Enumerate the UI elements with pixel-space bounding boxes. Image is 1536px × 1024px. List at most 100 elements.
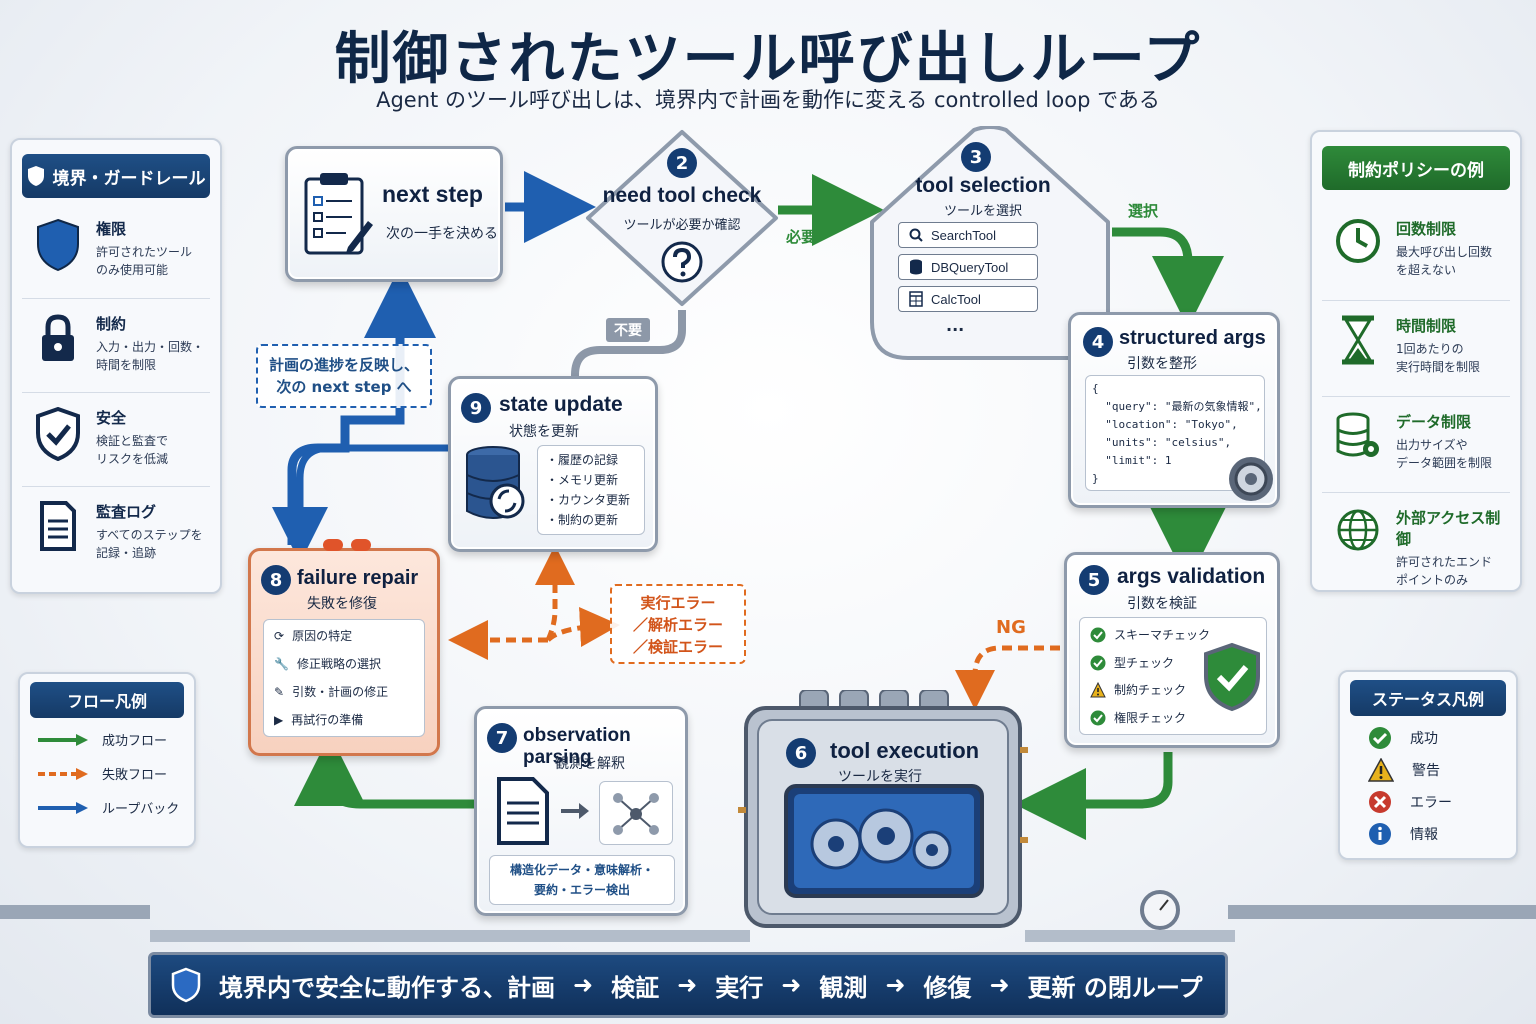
- warning-icon: [1090, 681, 1106, 697]
- arrow-error-to-state: [535, 545, 575, 642]
- hourglass-icon: [1342, 315, 1374, 365]
- clipboard-icon: [304, 173, 373, 255]
- shield-icon: [171, 967, 201, 1003]
- policy-item-external-access: 外部アクセス制御許可されたエンド ポイントのみ: [1322, 492, 1510, 587]
- stage-tool-execution-title: tool execution: [830, 738, 980, 763]
- document-icon: [40, 501, 76, 551]
- pipe-mid-right: [1025, 930, 1235, 942]
- status-success: 成功: [1368, 726, 1438, 750]
- repair-step-retry: ▶再試行の準備: [274, 710, 363, 730]
- stage-tool-execution: 6 tool execution ツールを実行: [738, 690, 1028, 930]
- policy-item-count-limit: 回数制限最大呼び出し回数 を超えない: [1322, 204, 1510, 294]
- arrow-state-to-repair: [272, 444, 448, 563]
- edit-icon: ✎: [274, 685, 285, 699]
- check-permission: 権限チェック: [1090, 709, 1186, 726]
- question-icon: [661, 241, 703, 283]
- play-icon: ▶: [274, 713, 284, 727]
- check-schema: スキーマチェック: [1090, 626, 1210, 643]
- check-circle-icon: [1090, 710, 1106, 725]
- footer-part-observe: 観測: [819, 973, 868, 1002]
- stage-args-validation: 5 args validation 引数を検証 スキーマチェック 型チェック 制…: [1064, 552, 1280, 748]
- footer-arrow-5: ➜: [989, 971, 1010, 999]
- tool-option-more: ...: [946, 316, 965, 335]
- stage-state-update-subtitle: 状態を更新: [509, 424, 579, 440]
- shield-check-icon: [1204, 642, 1260, 712]
- footer-arrow-3: ➜: [781, 971, 802, 999]
- status-legend: ステータス凡例 成功 警告 エラー 情報: [1338, 670, 1518, 860]
- footer-banner: 境界内で安全に動作する、計画 ➜ 検証 ➜ 実行 ➜ 観測 ➜ 修復 ➜ 更新 …: [148, 952, 1228, 1018]
- label-selected: 選択: [1128, 202, 1159, 220]
- legend-loopback: ループバック: [38, 798, 179, 817]
- page-title: 制御されたツール呼び出しループ: [334, 27, 1202, 92]
- pipe-right: [1228, 905, 1536, 919]
- arrow-right-icon: [561, 803, 589, 819]
- repair-step-fix: ✎引数・計画の修正: [274, 682, 388, 702]
- footer-part-verify: 検証: [611, 973, 660, 1002]
- args-code-block: { "query": "最新の気象情報", "location": "Tokyo…: [1085, 375, 1265, 491]
- tool-option-calc[interactable]: CalcTool: [898, 286, 1038, 312]
- stage-need-tool-title: need tool check: [602, 184, 762, 207]
- stage-failure-repair-number: 8: [261, 565, 291, 595]
- status-info: 情報: [1368, 822, 1438, 846]
- stage-tool-selection-title: tool selection: [915, 174, 1051, 197]
- policy-item-data-limit: データ制限出力サイズや データ範囲を制限: [1322, 396, 1510, 486]
- stage-observation-title: observation parsing: [523, 725, 631, 768]
- stage-structured-args: 4 structured args 引数を整形 { "query": "最新の気…: [1068, 312, 1280, 508]
- guardrail-item-safety: 安全検証と監査で リスクを低減: [22, 392, 210, 482]
- legend-failure-flow: 失敗フロー: [38, 764, 167, 783]
- stage-tool-execution-number: 6: [786, 738, 816, 768]
- orange-dashed-arrow-icon: [38, 767, 88, 780]
- alarm-lights-icon: [323, 539, 371, 551]
- network-graph: [599, 781, 673, 845]
- observation-desc: 構造化データ・意味解析・ 要約・エラー検出: [489, 855, 675, 905]
- guardrail-panel-title: 境界・ガードレール: [22, 154, 210, 198]
- network-icon: [613, 793, 659, 835]
- stage-observation-number: 7: [487, 723, 517, 753]
- stage-args-validation-title: args validation: [1117, 565, 1266, 588]
- check-circle-icon: [1090, 627, 1106, 642]
- shield-icon: [37, 218, 79, 272]
- document-icon: [497, 777, 549, 845]
- error-circle-icon: [1369, 791, 1391, 813]
- flow-legend: フロー凡例 成功フロー 失敗フロー ループバック: [18, 672, 196, 848]
- stage-need-tool-check: 2 need tool check ツールが必要か確認: [584, 128, 780, 308]
- stage-failure-repair: 8 failure repair 失敗を修復 ⟳原因の特定 🔧修正戦略の選択 ✎…: [248, 539, 440, 756]
- arrow-loopback: [287, 266, 436, 545]
- flow-legend-title: フロー凡例: [30, 682, 184, 718]
- error-note: 実行エラー ／解析エラー ／検証エラー: [610, 584, 746, 664]
- stage-args-validation-subtitle: 引数を検証: [1127, 596, 1197, 612]
- footer-part-update: 更新 の閉ループ: [1027, 973, 1203, 1002]
- globe-icon: [1337, 509, 1379, 551]
- status-legend-title: ステータス凡例: [1350, 680, 1506, 716]
- lock-icon: [42, 314, 74, 361]
- calculator-icon: [909, 291, 923, 307]
- pipe-mid-left: [150, 930, 750, 942]
- stage-state-update-number: 9: [461, 393, 491, 423]
- clock-icon: [1336, 219, 1380, 263]
- info-circle-icon: [1369, 823, 1391, 845]
- arrow-selection-to-args: [1112, 227, 1224, 328]
- database-icon: [910, 259, 922, 275]
- footer-part-plan: 境界内で安全に動作する、計画: [219, 973, 555, 1002]
- stage-tool-execution-subtitle: ツールを実行: [838, 769, 922, 785]
- tool-option-dbquery[interactable]: DBQueryTool: [898, 254, 1038, 280]
- gear-icon: [1229, 457, 1273, 501]
- stage-tool-selection: 3 tool selection ツールを選択 SearchTool DBQue…: [868, 126, 1112, 366]
- status-warning: 警告: [1368, 758, 1440, 782]
- stage-next-step: next step 次の一手を決める: [285, 146, 503, 282]
- stage-failure-repair-title: failure repair: [297, 567, 419, 589]
- stage-structured-args-number: 4: [1083, 327, 1113, 357]
- stage-next-step-subtitle: 次の一手を決める: [386, 226, 498, 242]
- stage-args-validation-number: 5: [1079, 565, 1109, 595]
- shield-icon: [27, 166, 44, 186]
- label-not-required: 不要: [606, 318, 650, 342]
- guardrail-item-permission: 権限許可されたツール のみ使用可能: [22, 204, 210, 294]
- footer-arrow-4: ➜: [885, 971, 906, 999]
- stage-tool-selection-subtitle: ツールを選択: [943, 204, 1022, 219]
- tool-option-search[interactable]: SearchTool: [898, 222, 1038, 248]
- pipe-left: [0, 905, 150, 919]
- check-type: 型チェック: [1090, 654, 1174, 671]
- database-sync-icon: [466, 446, 525, 519]
- stage-state-update-title: state update: [499, 393, 623, 416]
- guardrail-item-audit-log: 監査ログすべてのステップを 記録・追跡: [22, 486, 210, 576]
